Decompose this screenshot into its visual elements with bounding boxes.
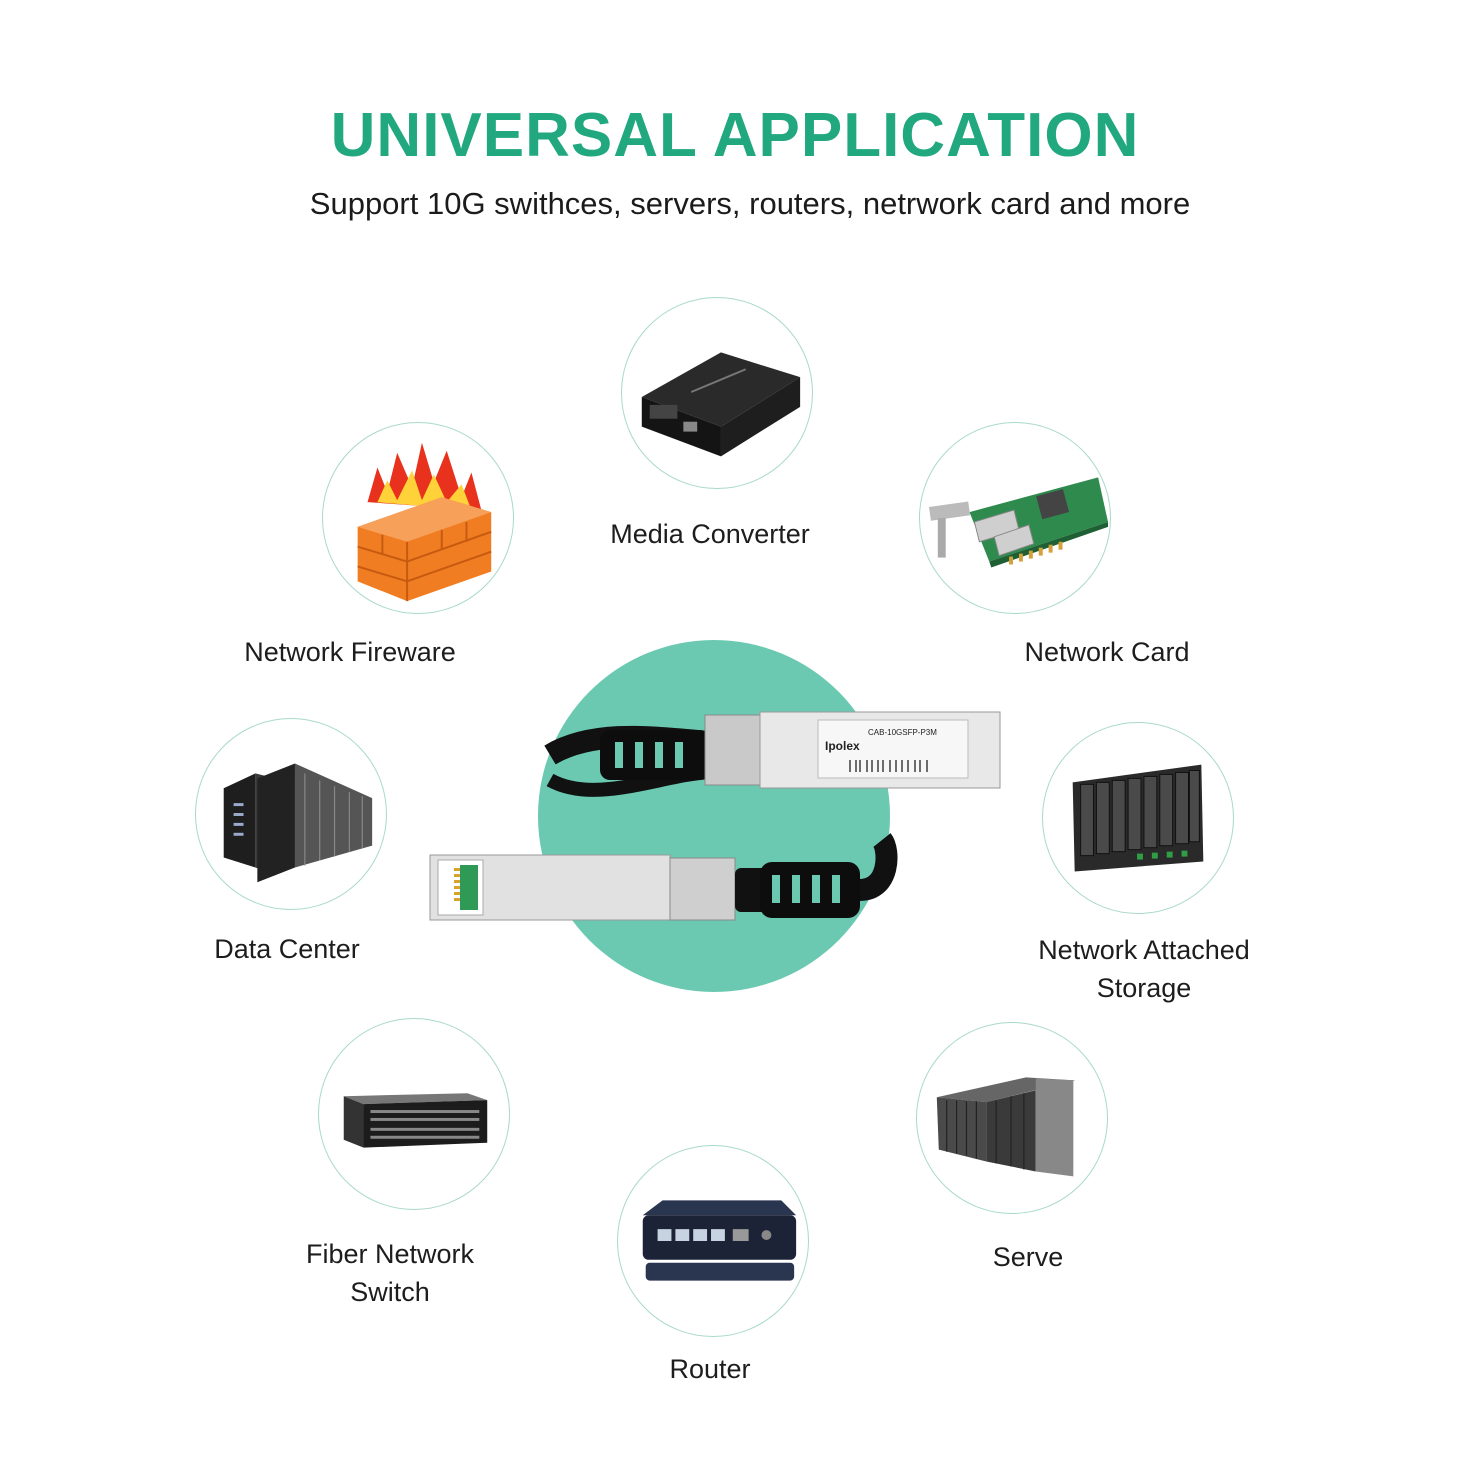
data-center-label: Data Center [214, 934, 360, 964]
firewall-label: Network Fireware [244, 637, 456, 667]
firewall-circle [322, 422, 514, 614]
switch-circle [318, 1018, 510, 1210]
media-converter-circle [621, 297, 813, 489]
network-card-icon [928, 477, 1109, 568]
page-title: UNIVERSAL APPLICATION [330, 101, 1140, 170]
router-icon [642, 1200, 797, 1281]
data-center-icon [223, 763, 373, 883]
center-background-circle [538, 640, 890, 992]
network-card-circle [919, 422, 1111, 614]
server-label: Serve [992, 1242, 1064, 1272]
router-label: Router [669, 1354, 751, 1384]
nas-icon [1072, 764, 1204, 872]
nas-circle [1042, 722, 1234, 914]
page-subtitle: Support 10G swithces, servers, routers, … [309, 186, 1191, 221]
router-circle [617, 1145, 809, 1337]
server-icon [936, 1077, 1076, 1177]
media-converter-label: Media Converter [610, 519, 810, 549]
switch-label: Fiber Network Switch [305, 1239, 475, 1307]
brand-text: Ipolex [825, 739, 860, 753]
media-converter-icon [641, 352, 801, 457]
dac-cable-image: Ipolex CAB-10GSFP-P3M [429, 711, 1001, 921]
data-center-circle [195, 718, 387, 910]
server-circle [916, 1022, 1108, 1214]
switch-icon [343, 1093, 488, 1148]
firewall-icon [357, 442, 492, 602]
nas-label: Network Attached Storage [1038, 935, 1250, 1003]
network-card-label: Network Card [1024, 637, 1190, 667]
model-text: CAB-10GSFP-P3M [868, 728, 937, 737]
